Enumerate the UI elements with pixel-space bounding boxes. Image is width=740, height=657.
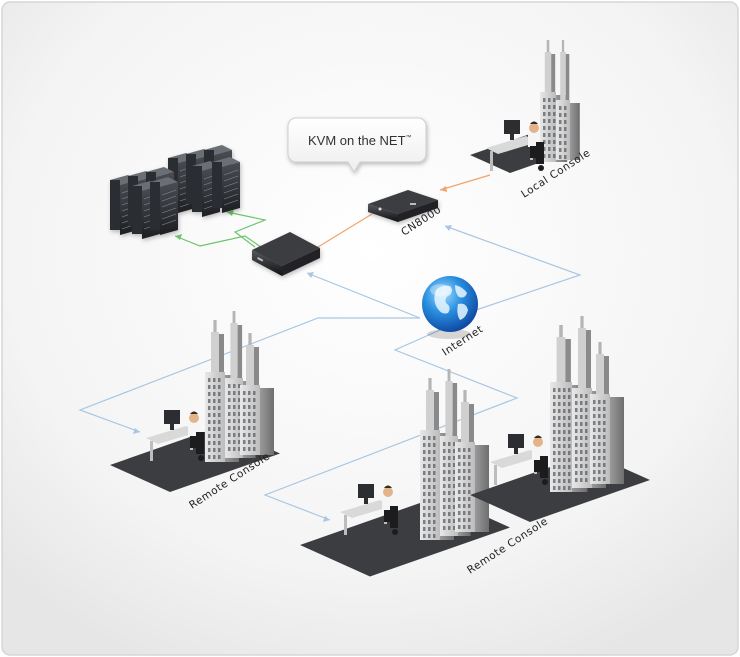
blue-link-internet-cn8000 — [444, 225, 582, 313]
kvm-switch — [252, 232, 320, 276]
workstation — [486, 120, 544, 171]
callout-text: KVM on the NET™ — [308, 133, 412, 148]
building-tower — [590, 342, 624, 484]
callout-bubble: KVM on the NET™ — [287, 117, 427, 173]
orange-link-local-console — [439, 174, 491, 191]
console-scenes — [110, 40, 650, 577]
server-rack — [150, 177, 178, 235]
orange-link-cn8000-switch — [317, 213, 373, 248]
connection-lines — [78, 174, 582, 522]
server-rack — [212, 157, 240, 213]
workstation — [340, 484, 398, 535]
cn8000-device — [368, 190, 438, 222]
building-tower — [240, 333, 274, 455]
building-tower — [556, 40, 580, 160]
green-link-lower — [174, 235, 269, 253]
blue-link-internet-switch — [306, 272, 421, 319]
remote-console-right-scene-b — [470, 316, 650, 522]
internet-globe — [422, 276, 478, 339]
building-tower — [455, 390, 489, 532]
workstation — [146, 410, 204, 461]
server-racks — [110, 145, 240, 239]
workstation — [490, 434, 548, 485]
blue-link-remote-right — [263, 329, 519, 521]
remote-console-right-scene-a — [300, 369, 510, 577]
remote-console-left-scene — [110, 311, 280, 492]
local-console-scene — [470, 40, 580, 173]
blue-link-remote-left — [78, 317, 420, 433]
green-link-upper — [226, 211, 268, 248]
